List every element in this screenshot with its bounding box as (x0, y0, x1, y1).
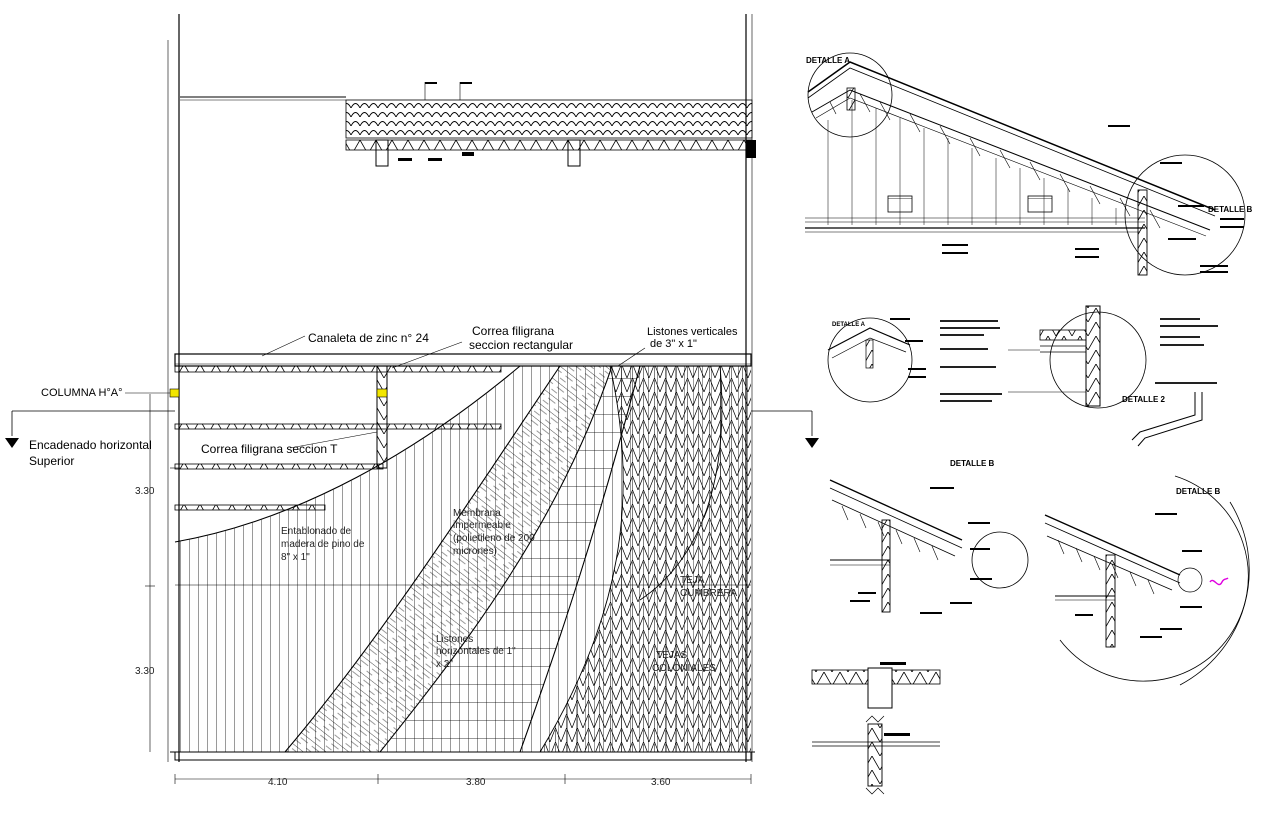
label-listones-vert-2: de 3" x 1" (650, 338, 697, 350)
section-arrow-left (5, 438, 19, 448)
label-encadenado-2: Superior (29, 454, 74, 468)
label-tejas-col-1: TEJAS (656, 650, 687, 661)
detail-b-middle: DETALLE B (829, 459, 1029, 614)
dim-h2: 3.30 (135, 666, 155, 677)
correas (169, 365, 751, 586)
detail-a-small-label: DETALLE A (832, 322, 866, 328)
detail-b-right-label: DETALLE B (1176, 487, 1221, 496)
label-columna: COLUMNA H°A° (41, 387, 123, 399)
label-correa-rect-1: Correa filigrana (472, 324, 554, 338)
label-canaleta: Canaleta de zinc n° 24 (308, 331, 429, 345)
label-membrana-1: Membrana (453, 508, 501, 519)
dim-w2: 3.80 (466, 777, 486, 788)
dim-w1: 4.10 (268, 777, 288, 788)
label-listones-hor-2: horizontales de 1" (436, 646, 516, 657)
label-entablonado-2: madera de pino de (281, 539, 365, 550)
section-arrow-right (805, 438, 819, 448)
detail-b-top: DETALLE B (1208, 205, 1253, 214)
label-encadenado-1: Encadenado horizontal (29, 438, 152, 452)
label-membrana-3: (polietileno de 200 (453, 533, 535, 544)
detail-2-label: DETALLE 2 (1122, 395, 1166, 404)
column-marker-left (169, 388, 180, 398)
detail-a-small: DETALLE A (827, 317, 926, 403)
detail-b-mid-label: DETALLE B (950, 459, 995, 468)
top-roof-section (180, 82, 756, 167)
label-listones-hor-3: x 2" (436, 659, 453, 670)
detail-2: DETALLE 2 (940, 305, 1218, 447)
label-entablonado-3: 8" x 1" (281, 552, 310, 563)
main-elevation: Canaleta de zinc n° 24 Correa filigrana … (5, 14, 819, 788)
truss-details (811, 662, 941, 795)
label-entablonado-1: Entablonado de (281, 526, 352, 537)
detail-b-right: DETALLE B (1044, 475, 1250, 686)
roof-section-detail: DETALLE A DETALLE B (805, 52, 1253, 276)
accent-squiggle (1209, 577, 1229, 586)
label-correa-rect-2: seccion rectangular (469, 338, 573, 352)
detail-a-top: DETALLE A (806, 56, 850, 65)
leader-lines (125, 335, 646, 469)
label-tejas-col-2: COLONIALES (652, 663, 716, 674)
dimension-lines (145, 394, 752, 784)
label-membrana-4: micrones) (453, 546, 497, 557)
label-listones-vert-1: Listones verticales (647, 326, 738, 338)
dim-w3: 3.60 (651, 777, 671, 788)
label-teja-2: CUMBRERA (680, 588, 738, 599)
column-marker-mid (376, 388, 388, 398)
label-teja-1: TEJA (680, 575, 705, 586)
label-membrana-2: impermeable (453, 520, 511, 531)
label-listones-hor-1: Listones (436, 634, 473, 645)
label-correa-t: Correa filigrana seccion T (201, 442, 338, 456)
dim-h1: 3.30 (135, 486, 155, 497)
